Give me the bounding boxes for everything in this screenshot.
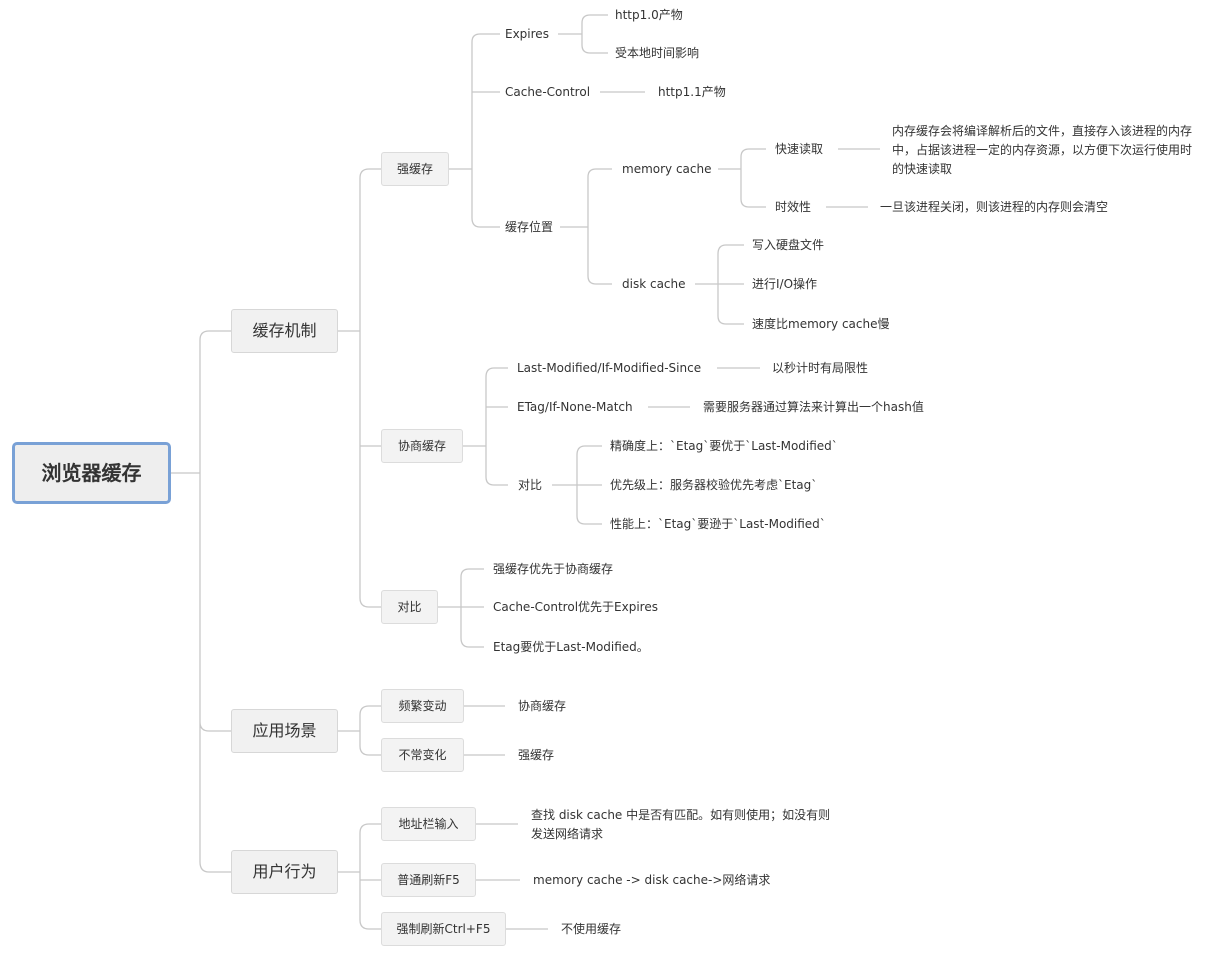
node-f5-refresh[interactable]: 普通刷新F5 (381, 863, 476, 897)
node-comparison-3[interactable]: Etag要优于Last-Modified。 (493, 640, 649, 654)
label-strong-cache: 强缓存 (396, 162, 433, 176)
node-address-bar-desc[interactable]: 查找 disk cache 中是否有匹配。如有则使用；如没有则发送网络请求 (531, 808, 831, 841)
label-negotiated-cache: 协商缓存 (397, 439, 446, 453)
label-ctrl-f5-refresh: 强制刷新Ctrl+F5 (396, 922, 491, 936)
node-cache-mechanism[interactable]: 缓存机制 (231, 309, 338, 353)
node-memory-cache[interactable]: memory cache (622, 162, 712, 176)
node-expires[interactable]: Expires (505, 27, 549, 41)
link-location (560, 168, 612, 285)
node-disk-cache[interactable]: disk cache (622, 277, 686, 291)
node-comparison-1[interactable]: 强缓存优先于协商缓存 (493, 562, 614, 576)
root-node[interactable]: 浏览器缓存 (12, 442, 171, 504)
label-comparison: 对比 (397, 600, 422, 614)
node-fast-read[interactable]: 快速读取 (775, 142, 824, 156)
node-rare-change-desc[interactable]: 强缓存 (518, 748, 555, 762)
node-disk-io[interactable]: 进行I/O操作 (752, 277, 818, 291)
link-compare (552, 445, 602, 525)
node-disk-write[interactable]: 写入硬盘文件 (752, 238, 825, 252)
node-expires-local-time[interactable]: 受本地时间影响 (615, 46, 700, 60)
node-last-modified[interactable]: Last-Modified/If-Modified-Since (517, 361, 702, 375)
node-cache-location[interactable]: 缓存位置 (505, 220, 554, 234)
node-frequent-change[interactable]: 频繁变动 (381, 689, 464, 723)
node-address-bar[interactable]: 地址栏输入 (381, 807, 476, 841)
link-strong (449, 33, 500, 228)
label-f5-refresh: 普通刷新F5 (397, 873, 460, 887)
node-expires-http10[interactable]: http1.0产物 (615, 8, 683, 22)
node-last-modified-desc[interactable]: 以秒计时有局限性 (772, 361, 869, 375)
node-compare-priority[interactable]: 优先级上：服务器校验优先考虑`Etag` (610, 478, 818, 492)
node-negotiated-cache[interactable]: 协商缓存 (381, 429, 463, 463)
node-comparison-2[interactable]: Cache-Control优先于Expires (493, 600, 658, 614)
link-root-bus (170, 330, 231, 873)
link-memory (718, 148, 766, 208)
node-f5-refresh-desc[interactable]: memory cache -> disk cache->网络请求 (533, 873, 771, 887)
node-compare[interactable]: 对比 (518, 478, 543, 492)
link-mechanism (338, 168, 381, 608)
node-strong-cache[interactable]: 强缓存 (381, 152, 449, 186)
node-user-behavior[interactable]: 用户行为 (231, 850, 338, 894)
label-address-bar: 地址栏输入 (398, 817, 459, 831)
node-cache-control-http11[interactable]: http1.1产物 (658, 85, 726, 99)
node-scenarios[interactable]: 应用场景 (231, 709, 338, 753)
node-etag-desc[interactable]: 需要服务器通过算法来计算出一个hash值 (703, 400, 924, 414)
node-timeliness-desc[interactable]: 一旦该进程关闭，则该进程的内存则会清空 (880, 200, 1109, 214)
link-comparison (438, 568, 484, 648)
node-timeliness[interactable]: 时效性 (775, 200, 812, 214)
link-expires (558, 14, 608, 54)
label-frequent-change: 频繁变动 (398, 699, 447, 713)
root-label: 浏览器缓存 (41, 461, 142, 485)
node-rare-change[interactable]: 不常变化 (381, 738, 464, 772)
link-disk (695, 244, 744, 325)
link-scenarios (338, 705, 381, 756)
node-etag[interactable]: ETag/If-None-Match (517, 400, 633, 414)
node-cache-control[interactable]: Cache-Control (505, 85, 591, 99)
node-ctrl-f5-refresh[interactable]: 强制刷新Ctrl+F5 (381, 912, 506, 946)
node-compare-accuracy[interactable]: 精确度上：`Etag`要优于`Last-Modified` (610, 439, 838, 453)
label-scenarios: 应用场景 (252, 721, 317, 740)
link-behavior (338, 823, 381, 930)
label-cache-mechanism: 缓存机制 (252, 321, 317, 340)
node-comparison[interactable]: 对比 (381, 590, 438, 624)
label-rare-change: 不常变化 (398, 748, 447, 762)
node-compare-performance[interactable]: 性能上：`Etag`要逊于`Last-Modified` (610, 517, 826, 531)
label-user-behavior: 用户行为 (252, 862, 317, 881)
node-frequent-change-desc[interactable]: 协商缓存 (518, 699, 567, 713)
link-negotiated (463, 367, 508, 486)
node-disk-slower[interactable]: 速度比memory cache慢 (752, 317, 890, 331)
node-ctrl-f5-refresh-desc[interactable]: 不使用缓存 (561, 922, 622, 936)
node-fast-read-desc[interactable]: 内存缓存会将编译解析后的文件，直接存入该进程的内存中，占据该进程一定的内存资源，… (892, 124, 1193, 176)
